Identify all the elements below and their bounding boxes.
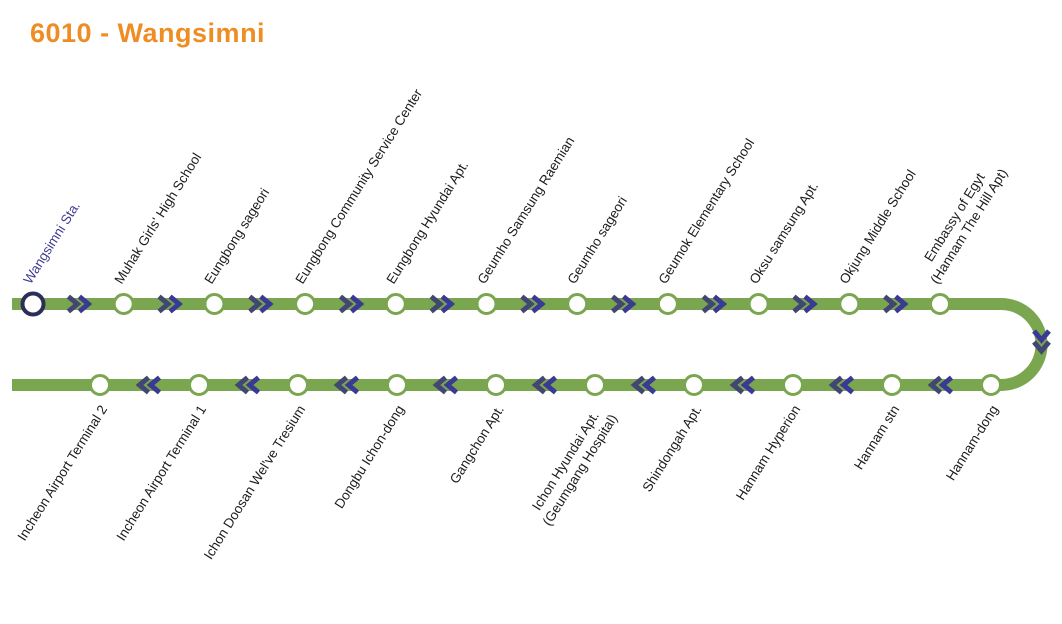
- station-marker: [203, 293, 226, 315]
- direction-arrow: [157, 294, 172, 314]
- direction-arrow: [938, 375, 954, 395]
- start-station-marker: [20, 291, 46, 317]
- station-marker: [485, 374, 507, 396]
- station-marker: [475, 293, 498, 315]
- station-marker: [929, 293, 951, 315]
- direction-arrow: [894, 294, 909, 314]
- direction-arrow: [803, 294, 818, 314]
- direction-arrow: [701, 294, 717, 314]
- direction-arrow: [542, 375, 558, 395]
- station-marker: [294, 293, 317, 315]
- station-marker: [384, 293, 407, 315]
- station-marker: [188, 374, 210, 396]
- direction-arrow: [883, 294, 898, 314]
- direction-arrow: [66, 294, 82, 314]
- direction-arrow: [432, 375, 448, 395]
- direction-arrow: [344, 375, 360, 395]
- direction-arrow: [630, 375, 646, 395]
- direction-arrow: [440, 294, 456, 314]
- station-marker: [112, 293, 135, 315]
- station-marker: [683, 374, 705, 396]
- direction-arrow: [443, 375, 459, 395]
- station-marker: [838, 293, 861, 315]
- direction-arrow: [641, 375, 657, 395]
- direction-arrow: [828, 375, 844, 395]
- station-marker: [386, 374, 408, 396]
- station-marker: [584, 374, 606, 396]
- direction-arrow: [621, 294, 637, 314]
- direction-arrow: [1032, 329, 1051, 344]
- direction-arrow: [927, 375, 943, 395]
- direction-arrow: [839, 375, 855, 395]
- station-marker: [881, 374, 903, 396]
- direction-arrow: [531, 294, 546, 314]
- route-line: [12, 298, 1048, 391]
- direction-arrow: [333, 375, 349, 395]
- station-marker: [980, 374, 1002, 396]
- direction-arrow: [77, 294, 93, 314]
- direction-arrow: [740, 375, 756, 395]
- direction-arrow: [610, 294, 626, 314]
- direction-arrow: [1032, 340, 1051, 355]
- station-marker: [287, 374, 309, 396]
- direction-arrow: [338, 294, 354, 314]
- direction-arrow: [792, 294, 807, 314]
- direction-arrow: [135, 375, 151, 395]
- direction-arrow: [146, 375, 162, 395]
- direction-arrow: [520, 294, 535, 314]
- direction-arrow: [712, 294, 728, 314]
- station-marker: [566, 293, 589, 315]
- station-marker: [747, 293, 770, 315]
- station-marker: [89, 374, 111, 396]
- direction-arrow: [245, 375, 261, 395]
- direction-arrow: [168, 294, 183, 314]
- direction-arrow: [429, 294, 445, 314]
- station-marker: [656, 293, 679, 315]
- page-title: 6010 - Wangsimni: [30, 18, 266, 48]
- direction-arrow: [234, 375, 250, 395]
- direction-arrow: [531, 375, 547, 395]
- direction-arrow: [259, 294, 274, 314]
- direction-arrow: [729, 375, 745, 395]
- station-marker: [782, 374, 804, 396]
- direction-arrow: [248, 294, 263, 314]
- direction-arrow: [349, 294, 365, 314]
